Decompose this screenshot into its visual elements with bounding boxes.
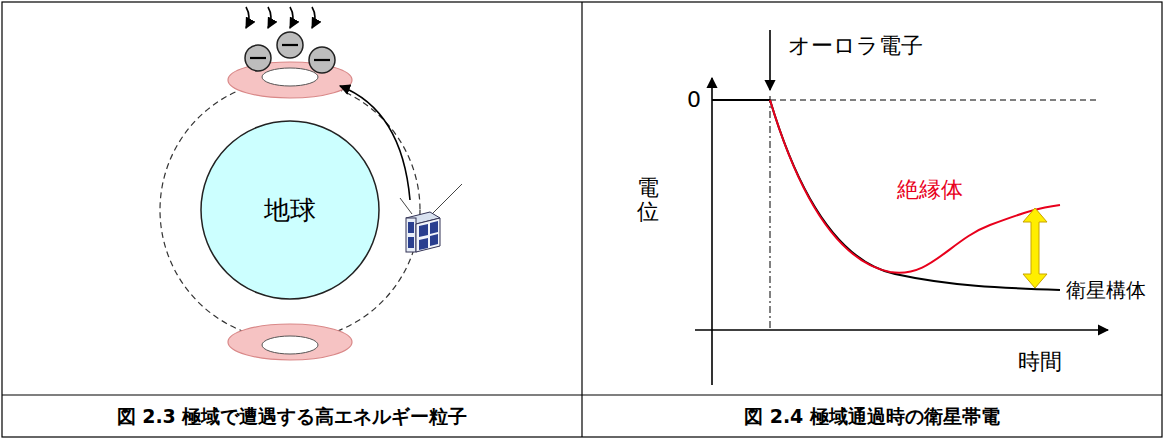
particle-arrow xyxy=(268,7,271,28)
axis-title: 時間 xyxy=(1018,349,1062,375)
curve-label: 絶縁体 xyxy=(897,177,963,203)
cell-divider xyxy=(581,2,582,437)
onset-marker-line xyxy=(770,96,771,330)
insulator-potential-curve xyxy=(770,100,1060,273)
figure-caption: 図 2.3 極域で遭遇する高エネルギー粒子 xyxy=(117,405,468,428)
satellite-icon xyxy=(400,184,462,252)
y-axis xyxy=(711,78,713,385)
orbit-path xyxy=(160,80,420,340)
structure-potential-curve xyxy=(770,100,1060,290)
curve-label: 衛星構体 xyxy=(1066,278,1146,302)
particle-arrow xyxy=(246,7,249,28)
electron-symbol xyxy=(309,47,335,73)
zero-reference-line xyxy=(770,100,1100,101)
x-axis xyxy=(695,329,1108,331)
initial-potential-line xyxy=(712,99,770,101)
event-label: オーロラ電子 xyxy=(788,33,923,59)
node-label: 地球 xyxy=(264,193,316,228)
aurora-oval xyxy=(228,324,352,360)
electron-symbol xyxy=(277,32,303,58)
axis-title: 電位 xyxy=(637,176,659,224)
onset-arrow xyxy=(769,30,771,90)
earth-circle: 地球 xyxy=(200,120,380,300)
particle-arrow xyxy=(290,7,293,28)
axis-tick-label: 0 xyxy=(687,87,701,113)
polar-cap xyxy=(262,68,318,86)
electron-symbol xyxy=(245,45,271,71)
caption-divider xyxy=(2,394,1162,395)
particle-arrow xyxy=(312,7,315,28)
figure-caption: 図 2.4 極域通過時の衛星帯電 xyxy=(744,405,1000,428)
differential-arrow xyxy=(1023,208,1047,288)
polar-cap xyxy=(262,336,318,354)
